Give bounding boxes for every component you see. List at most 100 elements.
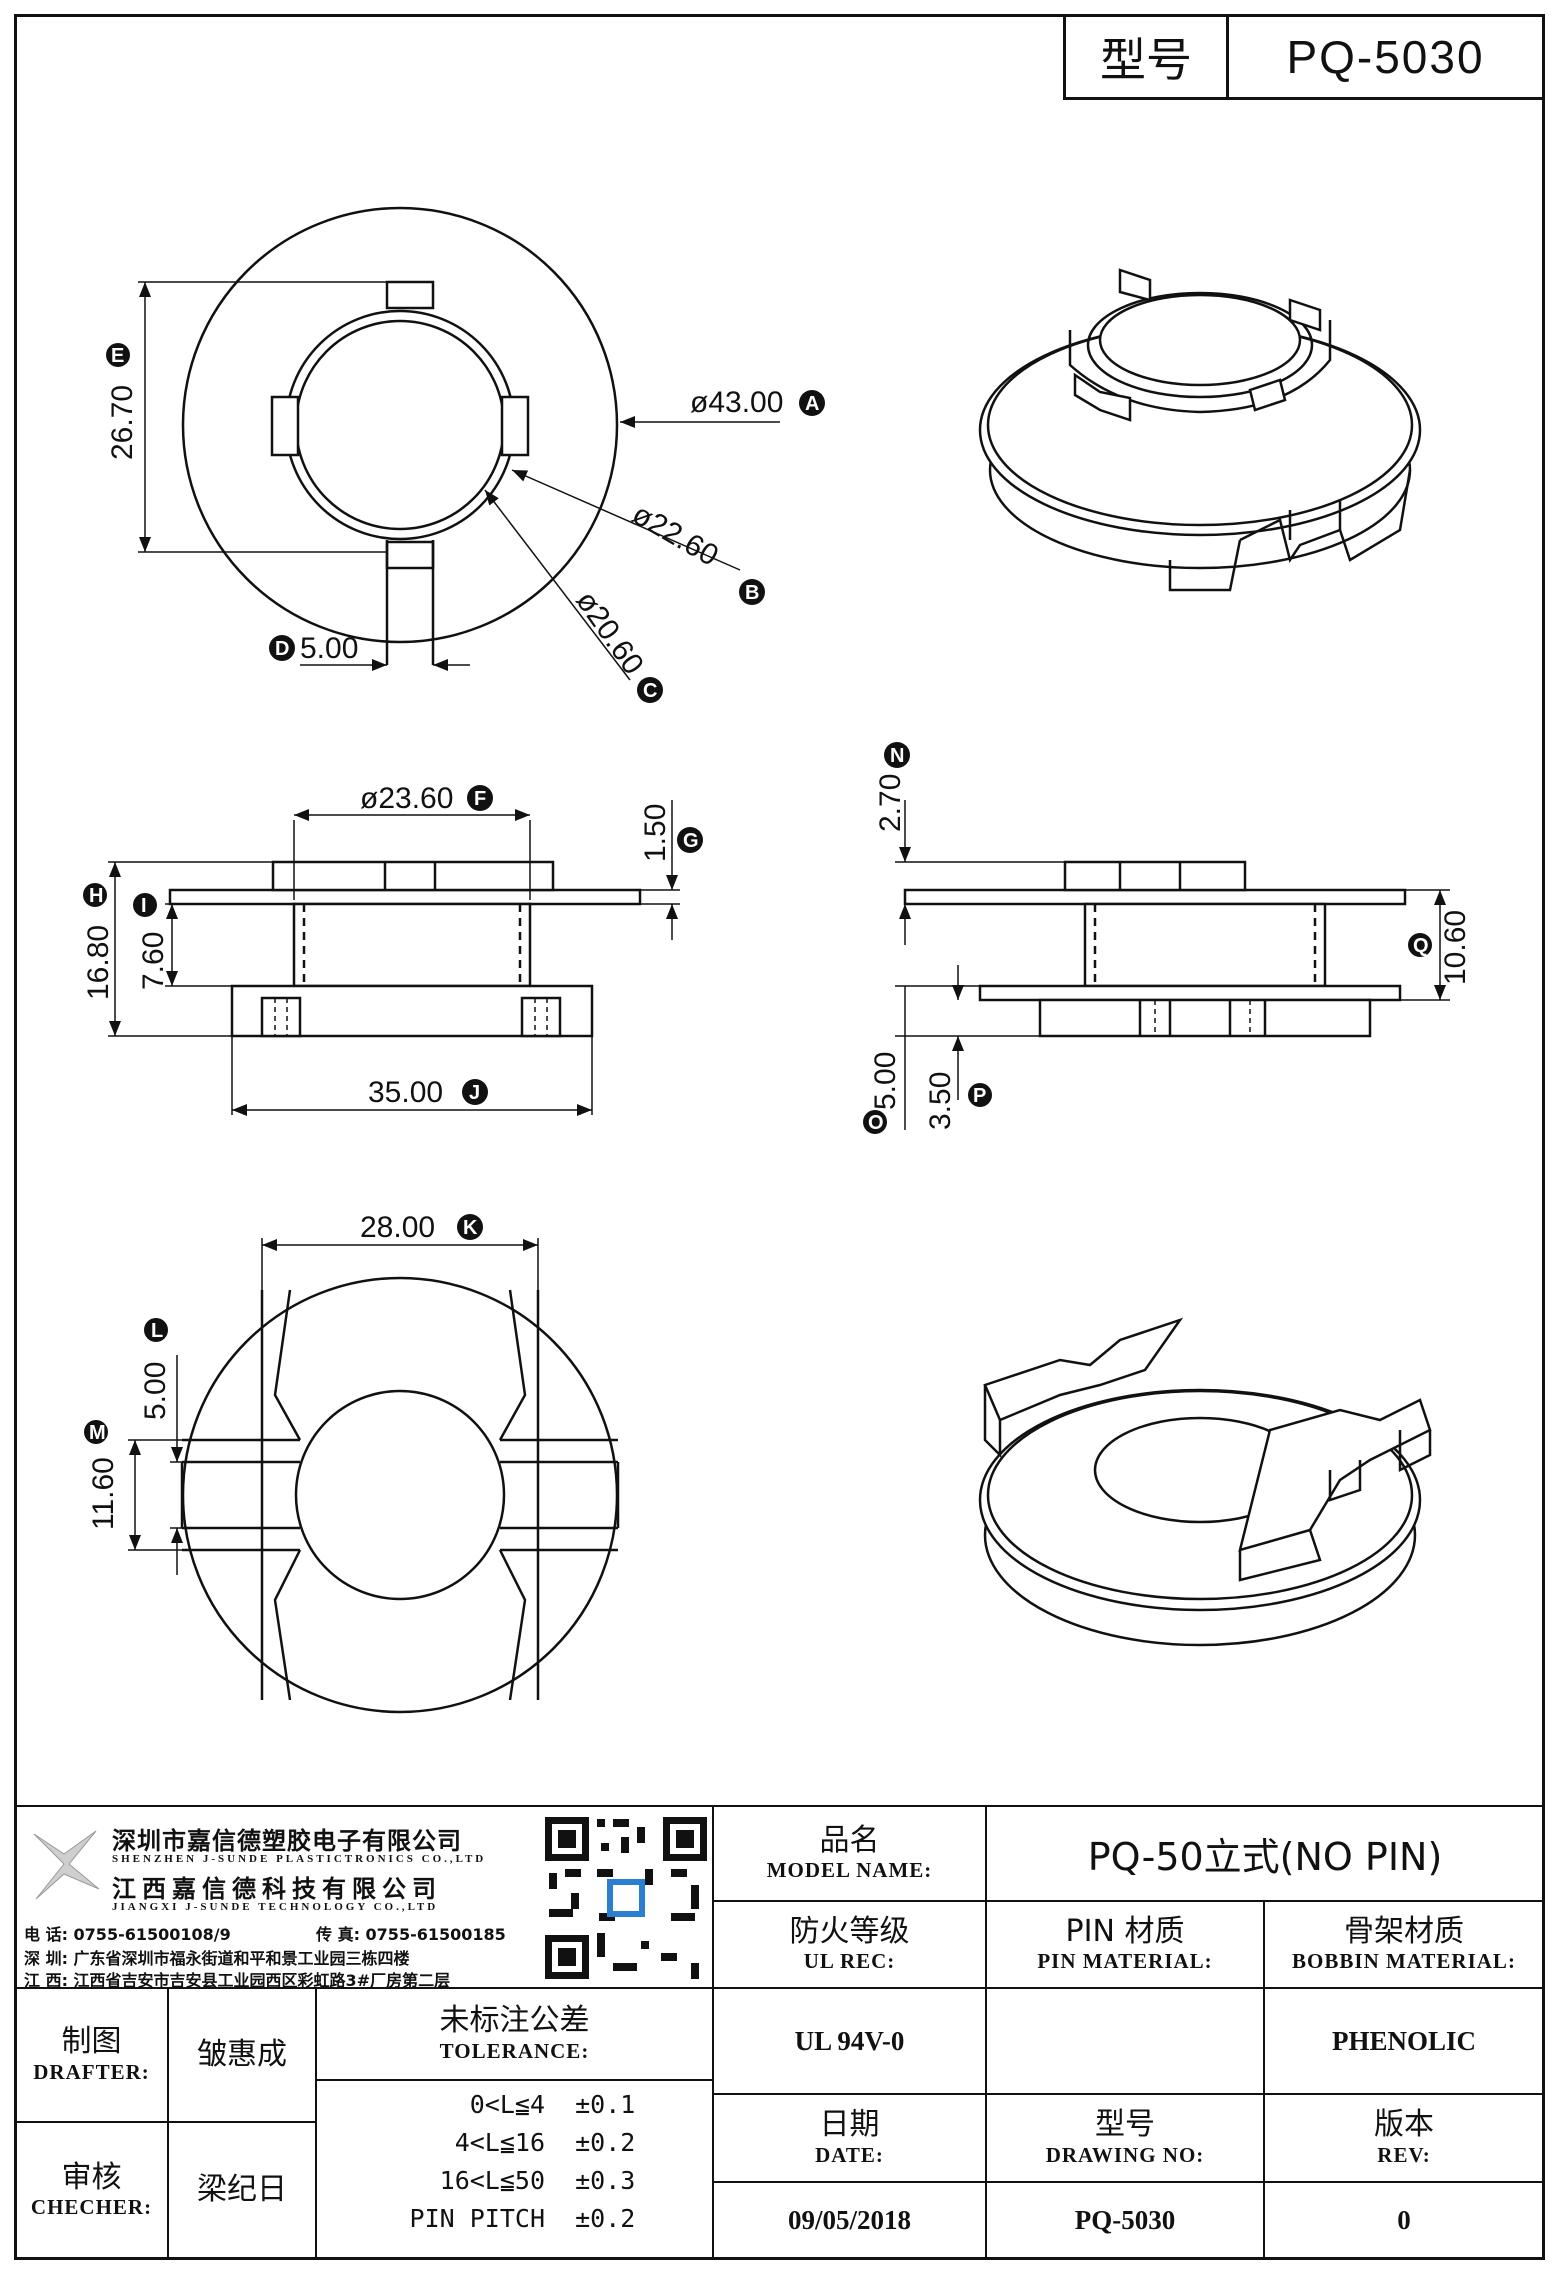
ul-en: UL REC: [803,1949,896,1974]
mark-L: L [151,1320,163,1342]
dim-2-70: 2.70 [874,774,907,832]
drafter-value-cell: 皱惠成 [167,1987,317,2123]
pin-material-label-cell: PIN 材质 PIN MATERIAL: [985,1900,1265,1989]
drawing-no-value-cell: PQ-5030 [985,2181,1265,2260]
drafter-cn: 制图 [61,2024,122,2060]
mark-K: K [463,1217,478,1239]
model-name-label-cell: 品名 MODEL NAME: [712,1805,987,1902]
bobbin-material-value: PHENOLIC [1331,2025,1477,2056]
tolerance-row: 0<L≦4 ±0.1 [469,2090,636,2119]
iso-view-bottom [978,1317,1432,1647]
drawing-no-en: DRAWING NO: [1045,2142,1205,2167]
checker-value: 梁纪日 [197,2172,287,2208]
company-phone: 电 话: 0755-61500108/9 [24,1925,231,1944]
mark-G: G [683,830,699,852]
date-value-cell: 09/05/2018 [712,2181,987,2260]
drawing-no-cn: 型号 [1095,2107,1155,2143]
mark-D: D [275,638,289,660]
tolerance-row: 4<L≦16 ±0.2 [454,2128,636,2157]
company-addr-jx: 江 西: 江西省吉安市吉安县工业园西区彩虹路3#厂房第二层 [24,1971,451,1990]
dim-22-60: ø22.60 [627,497,724,572]
dim-20-60: ø20.60 [569,585,650,680]
dim-28-00: 28.00 [360,1211,435,1244]
model-name-en: MODEL NAME: [766,1858,933,1883]
mark-O: O [868,1112,884,1134]
checker-cn: 审核 [61,2159,122,2195]
tolerance-row: 16<L≦50 ±0.3 [439,2166,636,2195]
bobbin-material-label-cell: 骨架材质 BOBBIN MATERIAL: [1263,1900,1545,1989]
model-header-value: PQ-5030 [1286,31,1485,83]
company-addr-sz: 深 圳: 广东省深圳市福永街道和平和景工业园三栋四楼 [24,1949,410,1968]
company-name-cn-1: 深圳市嘉信德塑胶电子有限公司 [112,1827,462,1855]
mark-I: I [141,895,147,917]
model-name-value-cell: PQ-50立式(NO PIN) [985,1805,1545,1902]
bobbin-material-cn: 骨架材质 [1344,1913,1464,1949]
top-view: 26.70 E ø43.00 A ø22.60 B ø20.60 C 5.00 … [106,206,825,703]
ul-cn: 防火等级 [789,1913,910,1949]
dim-5-00-bottom: 5.00 [139,1362,172,1420]
mark-H: H [89,885,103,907]
dim-5-00-top: 5.00 [300,632,358,665]
checker-label-cell: 审核 CHECHER: [14,2121,169,2260]
dim-26-70: 26.70 [106,385,139,460]
date-value: 09/05/2018 [787,2205,911,2235]
tolerance-cn: 未标注公差 [439,2003,590,2039]
pin-material-en: PIN MATERIAL: [1037,1949,1213,1974]
tolerance-row: PIN PITCH ±0.2 [409,2204,636,2233]
dim-23-60: ø23.60 [360,782,453,815]
mark-M: M [89,1422,106,1444]
dim-10-60: 10.60 [1439,910,1472,985]
date-label-cell: 日期 DATE: [712,2093,987,2183]
date-en: DATE: [815,2142,884,2167]
dim-11-60: 11.60 [87,1457,120,1530]
drafter-value: 皱惠成 [197,2036,287,2072]
rev-label-cell: 版本 REV: [1263,2093,1545,2183]
mark-J: J [469,1082,480,1104]
rev-value: 0 [1397,2205,1411,2235]
checker-en: CHECHER: [30,2195,153,2220]
pin-material-cn: PIN 材质 [1065,1913,1185,1949]
pin-material-value-cell [985,1987,1265,2095]
dim-35-00: 35.00 [368,1076,443,1109]
dim-5-00-side: 5.00 [869,1052,902,1110]
bobbin-material-value-cell: PHENOLIC [1263,1987,1545,2095]
technical-drawing: 26.70 E ø43.00 A ø22.60 B ø20.60 C 5.00 … [82,206,1472,1714]
company-name-en-1: SHENZHEN J-SUNDE PLASTICTRONICS CO.,LTD [112,1853,487,1865]
side-view: 2.70 N 10.60 Q 5.00 O 3.50 P [863,742,1472,1134]
dim-43-00: ø43.00 [690,386,783,419]
qr-code-icon [541,1813,711,1983]
company-name-en-2: JIANGXI J-SUNDE TECHNOLOGY CO.,LTD [112,1901,439,1913]
company-logo-icon [33,1830,100,1900]
bobbin-material-en: BOBBIN MATERIAL: [1292,1949,1516,1974]
mark-P: P [973,1085,986,1107]
drafter-en: DRAFTER: [33,2059,150,2084]
date-cn: 日期 [819,2107,880,2143]
mark-N: N [890,745,904,767]
mark-C: C [643,680,657,702]
drafter-label-cell: 制图 DRAFTER: [14,1987,169,2123]
model-name-cn: 品名 [819,1822,880,1858]
ul-value: UL 94V-0 [794,2025,905,2056]
rev-en: REV: [1377,2142,1431,2167]
ul-value-cell: UL 94V-0 [712,1987,987,2095]
checker-value-cell: 梁纪日 [167,2121,317,2260]
dim-16-80: 16.80 [82,925,115,1000]
dim-7-60: 7.60 [137,932,170,990]
mark-Q: Q [1413,935,1429,957]
mark-A: A [805,393,819,415]
dim-3-50: 3.50 [924,1072,957,1130]
drawing-no-value: PQ-5030 [1074,2205,1176,2235]
company-block: 深圳市嘉信德塑胶电子有限公司 SHENZHEN J-SUNDE PLASTICT… [14,1805,714,1990]
dim-1-50: 1.50 [639,804,672,862]
rev-cn: 版本 [1374,2107,1434,2143]
tolerance-label-cell: 未标注公差 TOLERANCE: [315,1987,714,2081]
bottom-view: 28.00 K 5.00 L 11.60 M [84,1211,620,1714]
iso-view-top [978,268,1422,592]
company-name-cn-2: 江西嘉信德科技有限公司 [112,1875,442,1903]
model-name-value: PQ-50立式(NO PIN) [1087,1835,1443,1879]
mark-F: F [474,788,486,810]
mark-E: E [111,345,124,367]
company-fax: 传 真: 0755-61500185 [316,1925,506,1944]
ul-label-cell: 防火等级 UL REC: [712,1900,987,1989]
model-header-label: 型号 [1066,17,1229,97]
